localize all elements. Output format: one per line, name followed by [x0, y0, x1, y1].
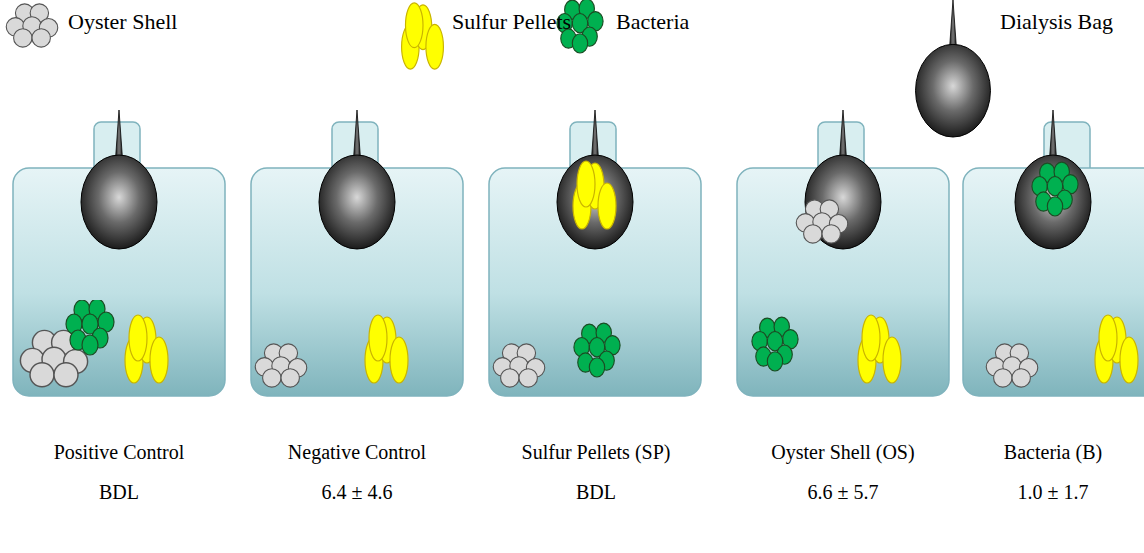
positive-control-contents — [20, 110, 168, 387]
negative-control-contents — [255, 110, 408, 387]
condition-label: Positive Control — [54, 441, 185, 464]
sulfur-pellets-contents — [493, 110, 633, 387]
legend-label: Dialysis Bag — [1000, 9, 1113, 35]
bacteria-contents — [986, 110, 1138, 387]
measurement-value: BDL — [99, 481, 139, 504]
condition-label: Oyster Shell (OS) — [771, 441, 914, 464]
condition-label: Sulfur Pellets (SP) — [522, 441, 671, 464]
legend-label: Sulfur Pellets — [452, 9, 571, 35]
legend-label: Oyster Shell — [68, 9, 177, 35]
measurement-value: 6.6 ± 5.7 — [808, 481, 879, 504]
oyster-shell-contents — [752, 110, 901, 383]
measurement-value: 1.0 ± 1.7 — [1018, 481, 1089, 504]
legend-label: Bacteria — [616, 9, 689, 35]
measurement-value: 6.4 ± 4.6 — [322, 481, 393, 504]
condition-label: Negative Control — [288, 441, 426, 464]
condition-label: Bacteria (B) — [1004, 441, 1102, 464]
measurement-value: BDL — [576, 481, 616, 504]
